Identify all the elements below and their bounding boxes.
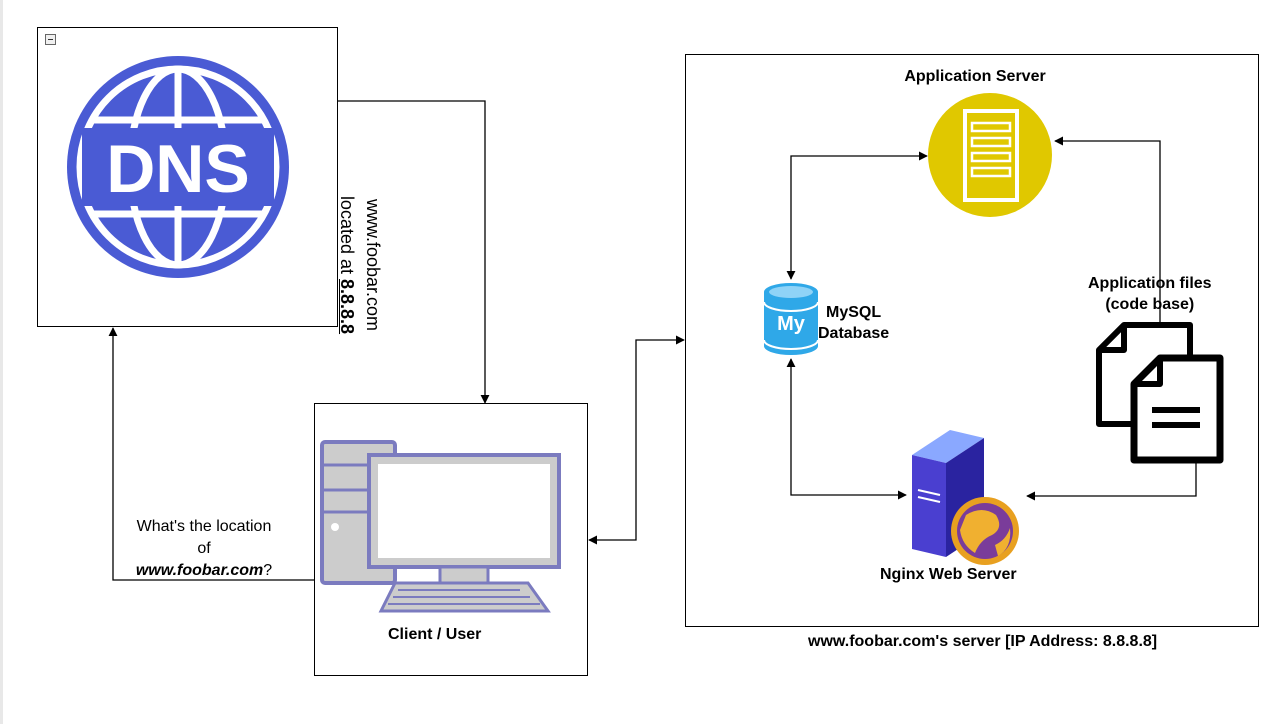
edge-db-appserver xyxy=(786,151,928,280)
app-files-label-line1: Application files xyxy=(1088,275,1212,292)
query-domain: www.foobar.com xyxy=(135,562,264,579)
app-server-label: Application Server xyxy=(904,68,1046,85)
mysql-label-line1: MySQL xyxy=(826,304,882,321)
edge-files-to-appserver xyxy=(1054,136,1161,322)
edge-db-nginx xyxy=(786,358,907,500)
nginx-server-icon xyxy=(912,430,1019,565)
client-query-label: What's the location of www.foobar.com? xyxy=(118,516,290,582)
dns-icon-text: DNS xyxy=(106,131,250,207)
edge-files-to-nginx xyxy=(1026,462,1197,501)
left-margin-strip xyxy=(0,0,3,724)
server-group-caption: www.foobar.com's server [IP Address: 8.8… xyxy=(808,633,1158,650)
nginx-label: Nginx Web Server xyxy=(880,566,1017,583)
edge-dns-to-client xyxy=(338,100,490,404)
answer-line2: located at 8.8.8.8 xyxy=(334,175,360,355)
query-line1: What's the location xyxy=(136,518,272,535)
computer-icon xyxy=(320,440,561,613)
edge-client-to-dns xyxy=(108,327,314,581)
collapse-icon[interactable] xyxy=(45,34,56,45)
answer-line1: www.foobar.com xyxy=(363,198,383,332)
app-files-label: Application files (code base) xyxy=(1088,273,1212,315)
dns-answer-label: www.foobar.com located at 8.8.8.8 xyxy=(334,175,386,355)
answer-located-at: located at xyxy=(337,195,357,279)
mysql-icon-text: My xyxy=(777,313,806,335)
app-server-icon xyxy=(928,93,1052,217)
app-files-label-line2: (code base) xyxy=(1105,296,1195,313)
query-line3: www.foobar.com? xyxy=(118,560,290,582)
app-files-icon xyxy=(1096,322,1224,464)
mysql-database-icon: My xyxy=(763,283,819,355)
mysql-label-line2: Database xyxy=(818,325,890,342)
client-label: Client / User xyxy=(388,626,482,643)
answer-ip: 8.8.8.8 xyxy=(337,279,357,335)
edge-client-server xyxy=(588,335,685,545)
mysql-label: MySQL Database xyxy=(818,302,889,344)
dns-globe-icon: DNS xyxy=(67,56,289,278)
query-line2: of xyxy=(197,540,211,557)
query-suffix: ? xyxy=(263,562,273,579)
